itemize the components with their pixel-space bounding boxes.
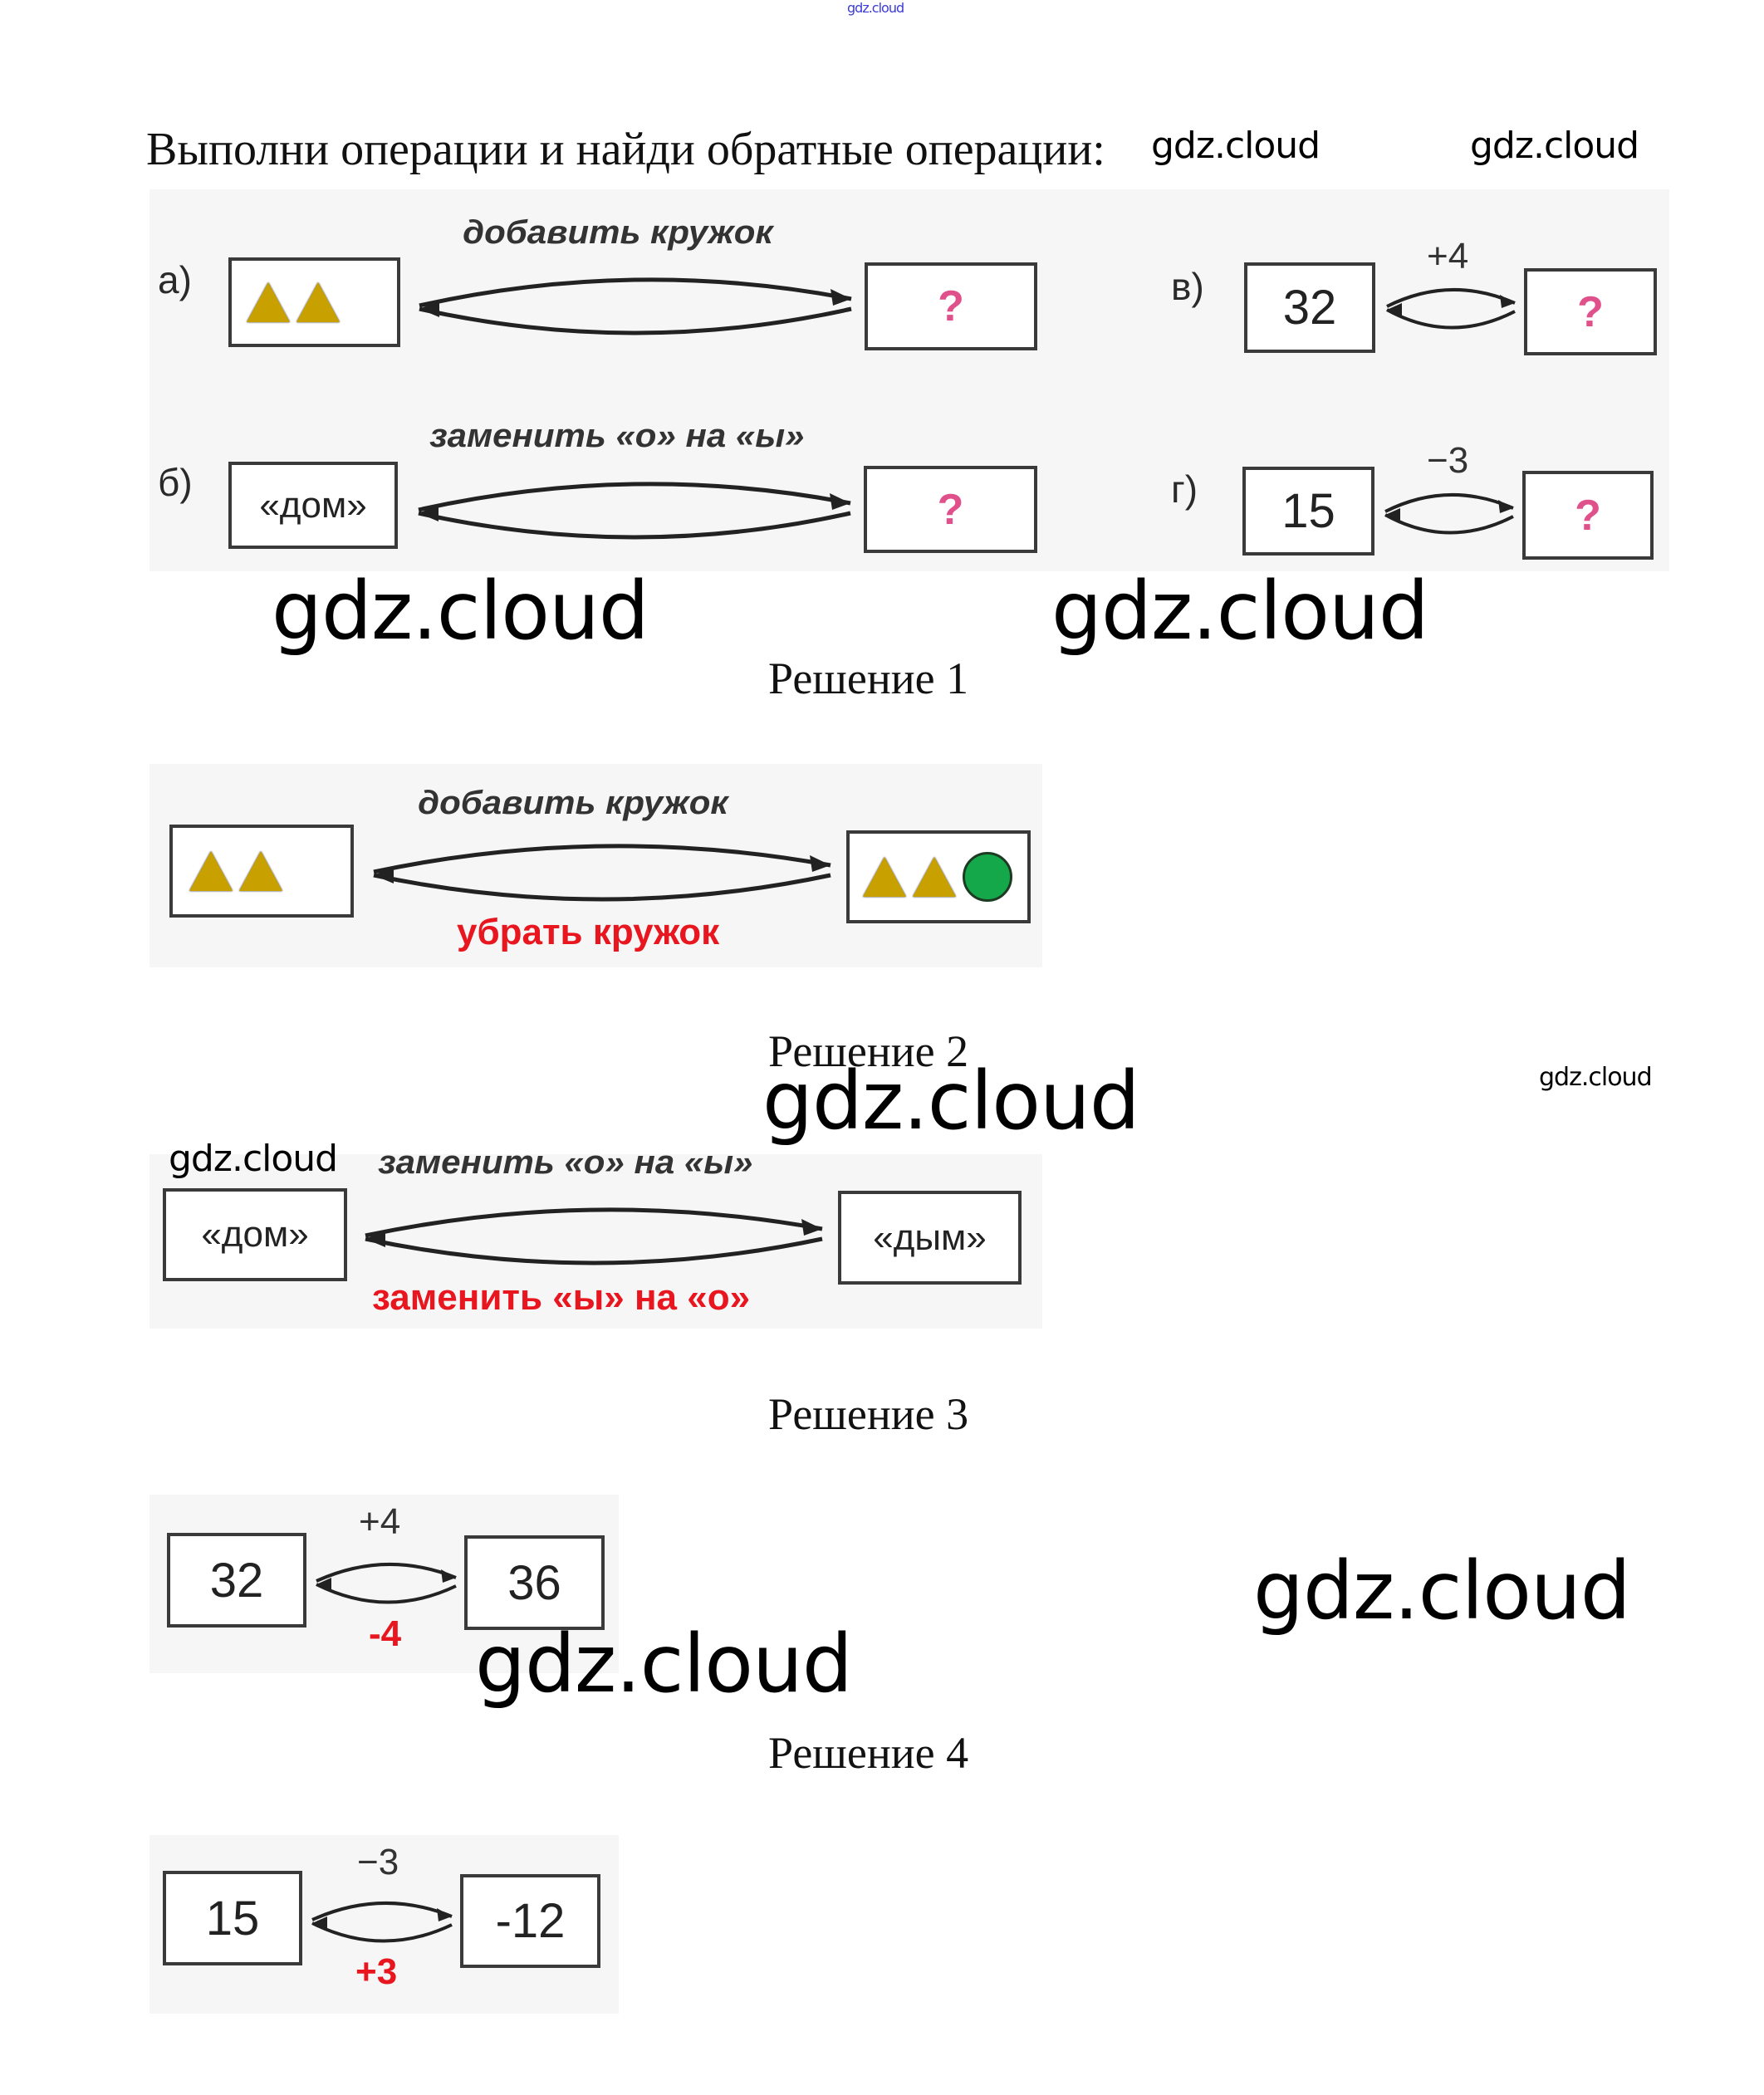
double-arrow-icon <box>311 1902 453 1943</box>
item-g-source-box: 15 <box>1242 467 1374 556</box>
double-arrow-icon <box>365 1207 823 1265</box>
solution-1-source-box <box>169 825 354 918</box>
item-label-g: г) <box>1171 467 1198 511</box>
triangle-icon <box>913 857 956 897</box>
solution-3-inverse: -4 <box>369 1613 402 1654</box>
item-b-result-box: ? <box>864 466 1037 553</box>
item-v-operation: +4 <box>1427 236 1469 277</box>
double-arrow-icon <box>1384 492 1514 535</box>
watermark: gdz.cloud <box>847 0 904 16</box>
triangle-icon <box>239 851 282 891</box>
watermark: gdz.cloud <box>762 1055 1140 1148</box>
item-b-operation: заменить «о» на «ы» <box>429 418 805 454</box>
solution-4-inverse: +3 <box>355 1951 398 1992</box>
double-arrow-icon <box>1386 287 1516 330</box>
item-g-operation: −3 <box>1427 440 1469 481</box>
unknown-mark: ? <box>937 485 964 534</box>
item-v-source-box: 32 <box>1244 262 1375 353</box>
item-g-result-box: ? <box>1522 471 1654 560</box>
item-v-result-box: ? <box>1524 268 1657 355</box>
solution-1-result-box <box>846 830 1031 923</box>
solution-4-heading: Решение 4 <box>768 1728 969 1778</box>
unknown-mark: ? <box>1577 287 1604 336</box>
double-arrow-icon <box>418 482 851 540</box>
solution-4-operation: −3 <box>357 1842 399 1882</box>
solution-1-inverse: убрать кружок <box>457 912 720 952</box>
item-a-result-box: ? <box>865 262 1037 350</box>
solution-3-result-box: 36 <box>464 1535 605 1630</box>
solution-2-source-box: «дом» <box>163 1188 347 1281</box>
solution-2-inverse: заменить «ы» на «о» <box>372 1277 751 1318</box>
watermark: gdz.cloud <box>169 1138 338 1180</box>
triangle-icon <box>189 851 233 891</box>
solution-4-source-box: 15 <box>163 1871 302 1965</box>
triangle-icon <box>296 282 340 322</box>
double-arrow-icon <box>316 1563 457 1604</box>
double-arrow-icon <box>373 844 831 902</box>
task-title: Выполни операции и найди обратные операц… <box>146 124 1105 175</box>
watermark: gdz.cloud <box>475 1618 853 1711</box>
item-a-source-box <box>228 257 400 347</box>
watermark: gdz.cloud <box>1470 125 1639 167</box>
item-a-operation: добавить кружок <box>463 214 773 251</box>
unknown-mark: ? <box>938 282 964 330</box>
item-b-source-box: «дом» <box>228 462 398 549</box>
solution-3-heading: Решение 3 <box>768 1389 969 1439</box>
watermark: gdz.cloud <box>1151 125 1321 167</box>
solution-2-heading: Решение 2 <box>768 1026 969 1076</box>
watermark: gdz.cloud <box>272 565 649 658</box>
solution-4-result-box: -12 <box>460 1874 600 1968</box>
double-arrow-icon <box>419 277 852 335</box>
watermark: gdz.cloud <box>1051 565 1429 658</box>
solution-2-result-box: «дым» <box>838 1191 1022 1285</box>
triangle-icon <box>247 282 290 322</box>
solution-3-source-box: 32 <box>167 1533 306 1628</box>
solution-1-operation: добавить кружок <box>418 785 728 821</box>
item-label-b: б) <box>158 461 193 504</box>
item-label-a: а) <box>158 258 192 301</box>
watermark: gdz.cloud <box>1539 1063 1653 1092</box>
solution-2-operation: заменить «о» на «ы» <box>378 1144 753 1181</box>
triangle-icon <box>863 857 906 897</box>
unknown-mark: ? <box>1575 491 1601 540</box>
item-label-v: в) <box>1171 265 1204 308</box>
solution-1-heading: Решение 1 <box>768 653 969 703</box>
green-circle-icon <box>963 852 1012 902</box>
watermark: gdz.cloud <box>1253 1544 1631 1637</box>
solution-3-operation: +4 <box>359 1501 401 1542</box>
